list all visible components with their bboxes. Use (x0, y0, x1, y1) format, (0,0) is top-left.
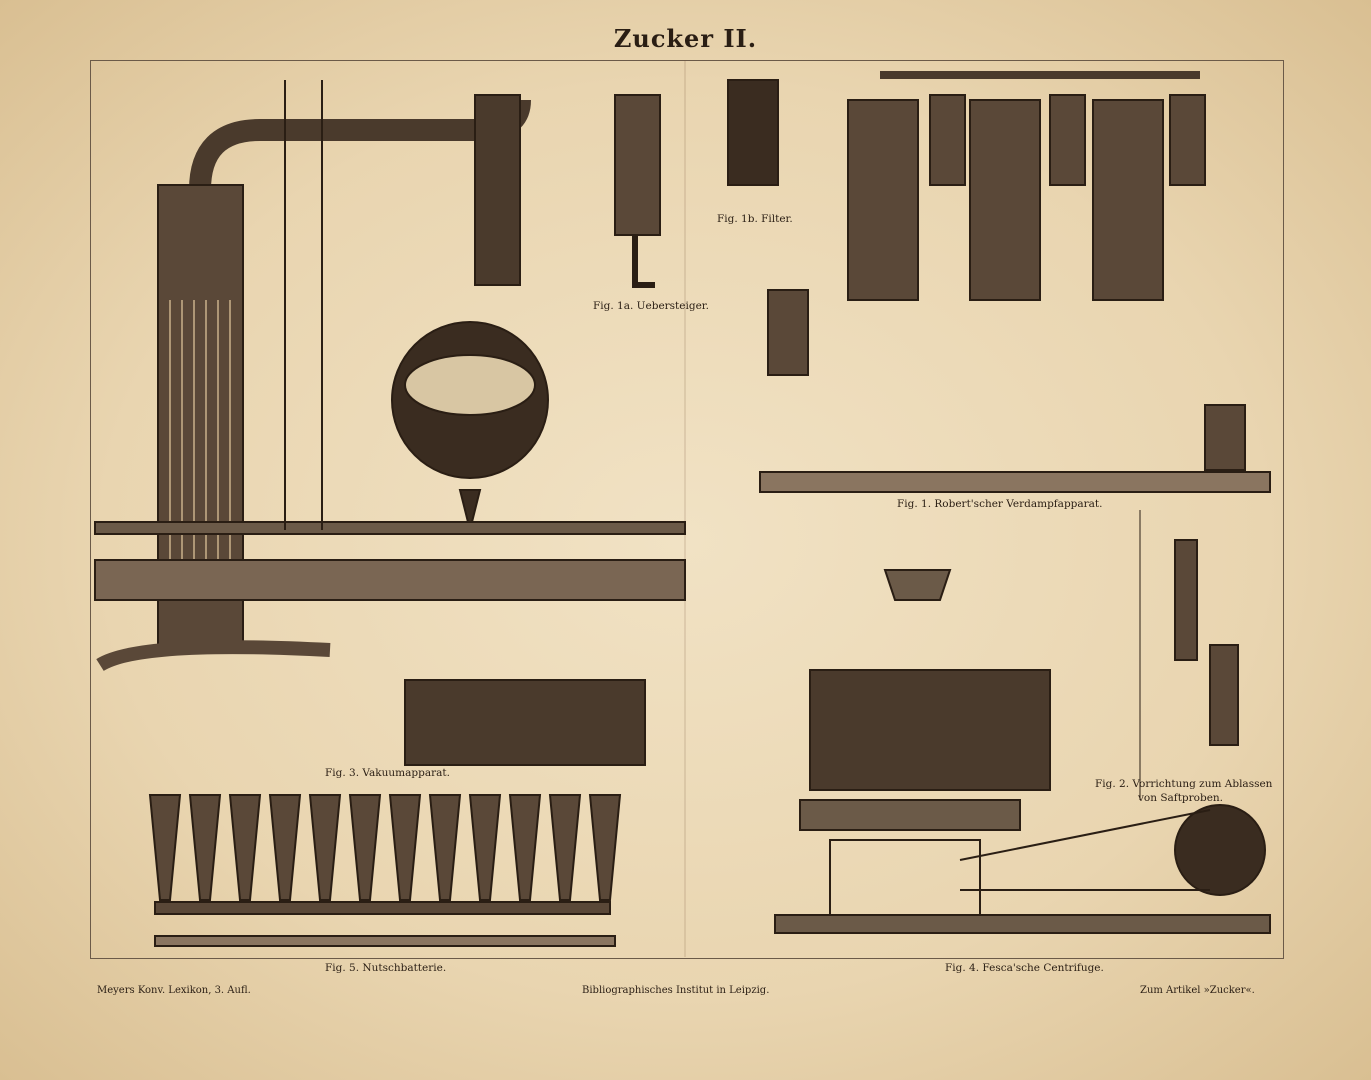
footer-right: Zum Artikel »Zucker«. (1140, 985, 1255, 996)
fig3-vacuum-apparatus (94, 80, 686, 766)
caption-fig2-line2: von Saftproben. (1138, 792, 1224, 804)
fig4-centrifuge (774, 569, 1271, 934)
fig1a-uebersteiger (614, 94, 661, 236)
footer-center: Bibliographisches Institut in Leipzig. (582, 985, 770, 996)
caption-fig1: Fig. 1. Robert'scher Verdampfapparat. (897, 498, 1103, 510)
caption-fig1b: Fig. 1b. Filter. (717, 213, 793, 225)
fig1b-filter (727, 79, 779, 186)
fig1-evaporator (759, 71, 1271, 493)
caption-fig5: Fig. 5. Nutschbatterie. (325, 962, 447, 974)
footer-left: Meyers Konv. Lexikon, 3. Aufl. (97, 985, 251, 996)
fig2-sample-device (1139, 510, 1239, 800)
plate-frame (90, 60, 1284, 959)
center-fold (684, 60, 686, 957)
plate-title: Zucker II. (613, 24, 758, 53)
caption-fig1a: Fig. 1a. Uebersteiger. (593, 300, 709, 312)
caption-fig2-line1: Fig. 2. Vorrichtung zum Ablassen (1095, 778, 1273, 790)
caption-fig3: Fig. 3. Vakuumapparat. (325, 767, 450, 779)
fig5-nutsch-battery (148, 794, 622, 947)
caption-fig4: Fig. 4. Fesca'sche Centrifuge. (945, 962, 1104, 974)
